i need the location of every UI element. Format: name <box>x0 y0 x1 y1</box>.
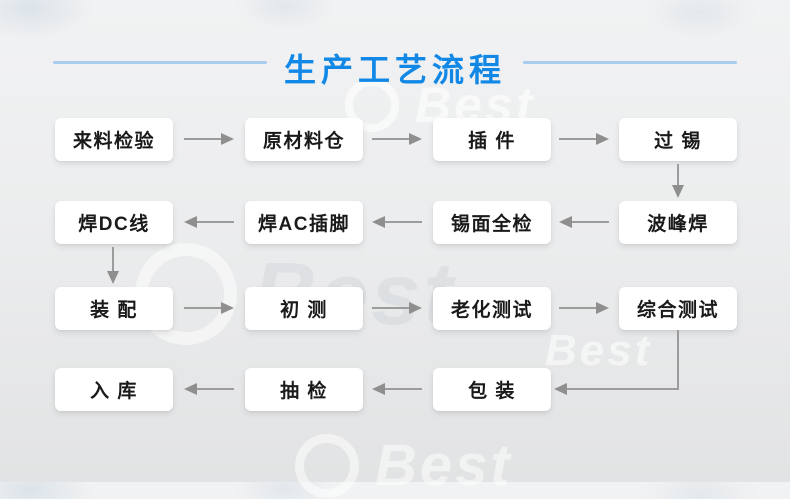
flow-step-incoming-inspection: 来料检验 <box>55 118 173 161</box>
title-divider-left <box>53 61 267 64</box>
brand-watermark: Best <box>545 326 652 376</box>
flow-step-warehousing: 入 库 <box>55 368 173 411</box>
arrow-right-icon <box>409 133 422 145</box>
arrow-packaging-to-sampling <box>372 383 422 395</box>
flow-step-solder-ac-pins: 焊AC插脚 <box>245 201 363 244</box>
arrow-right-icon <box>221 133 234 145</box>
flow-step-sampling-inspection: 抽 检 <box>245 368 363 411</box>
brand-watermark: Best <box>295 432 513 499</box>
arrow-right-icon <box>221 302 234 314</box>
watermark-text: Best <box>375 433 513 498</box>
header: 生产工艺流程 <box>0 45 790 91</box>
flow-step-tinning: 过 锡 <box>619 118 737 161</box>
watermark-ring-icon <box>295 433 359 498</box>
arrow-down-icon <box>107 271 119 284</box>
arrow-left-icon <box>184 383 197 395</box>
arrow-left-icon <box>554 383 567 395</box>
arrow-initial-test-to-aging-test <box>372 302 422 314</box>
arrow-right-icon <box>409 302 422 314</box>
page-title: 生产工艺流程 <box>283 52 506 88</box>
arrow-right-icon <box>596 133 609 145</box>
arrow-sampling-to-warehousing <box>184 383 234 395</box>
arrow-left-icon <box>372 216 385 228</box>
connector-comprehensive-to-packaging-horizontal <box>567 388 679 390</box>
arrow-incoming-to-warehouse <box>184 133 234 145</box>
arrow-insertion-to-tinning <box>559 133 609 145</box>
arrow-aging-test-to-comprehensive-test <box>559 302 609 314</box>
arrow-dc-wire-to-assembly <box>107 247 119 284</box>
arrow-left-icon <box>184 216 197 228</box>
arrow-left-icon <box>559 216 572 228</box>
title-divider-right <box>523 61 737 64</box>
flow-step-packaging: 包 装 <box>433 368 551 411</box>
flow-step-wave-soldering: 波峰焊 <box>619 201 737 244</box>
arrow-surface-inspection-to-ac-pins <box>372 216 422 228</box>
arrow-left-icon <box>372 383 385 395</box>
arrow-right-icon <box>596 302 609 314</box>
arrow-down-icon <box>672 185 684 198</box>
flow-step-raw-material-warehouse: 原材料仓 <box>245 118 363 161</box>
arrow-warehouse-to-insertion <box>372 133 422 145</box>
watermark-text: Best <box>545 326 653 375</box>
arrow-assembly-to-initial-test <box>184 302 234 314</box>
flow-step-solder-surface-inspection: 锡面全检 <box>433 201 551 244</box>
flow-step-aging-test: 老化测试 <box>433 287 551 330</box>
arrow-tinning-to-wave-soldering <box>672 164 684 198</box>
flow-step-assembly: 装 配 <box>55 287 173 330</box>
flow-step-comprehensive-test: 综合测试 <box>619 287 737 330</box>
arrow-wave-soldering-to-surface-inspection <box>559 216 609 228</box>
flow-step-solder-dc-wire: 焊DC线 <box>55 201 173 244</box>
flow-step-initial-test: 初 测 <box>245 287 363 330</box>
flow-step-component-insertion: 插 件 <box>433 118 551 161</box>
connector-comprehensive-to-packaging-vertical <box>677 330 679 389</box>
arrow-ac-pins-to-dc-wire <box>184 216 234 228</box>
